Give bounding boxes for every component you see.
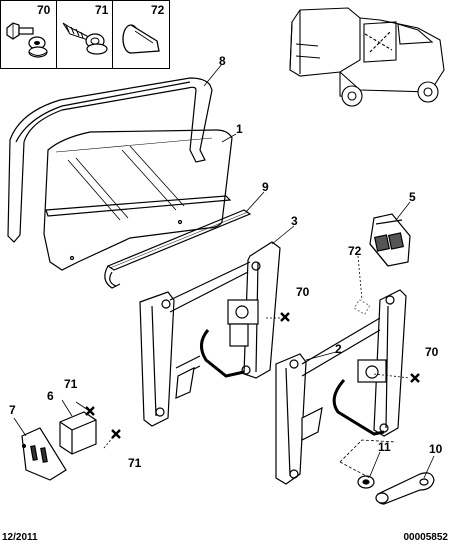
callout-11: 11 xyxy=(378,440,391,454)
fixing-point-markers xyxy=(85,312,420,439)
legend-number-72: 72 xyxy=(151,3,165,17)
part-3-window-regulator xyxy=(139,241,281,427)
fixing-marker-70-upper xyxy=(280,312,290,322)
part-7-bracket xyxy=(21,427,67,481)
legend-box-72: 72 xyxy=(112,0,170,69)
callout-2: 2 xyxy=(335,342,342,356)
callout-71-upper: 71 xyxy=(64,377,78,391)
fixing-marker-71-lower xyxy=(111,429,121,439)
callout-70-upper: 70 xyxy=(296,285,310,299)
callout-6: 6 xyxy=(47,389,54,403)
legend-box-70: 70 xyxy=(0,0,57,69)
legend-number-71: 71 xyxy=(95,3,109,17)
footer-reference-code: 00005852 xyxy=(403,532,449,543)
part-11-bush xyxy=(357,475,375,489)
callout-9: 9 xyxy=(262,180,269,194)
callout-5: 5 xyxy=(409,190,416,204)
footer-date: 12/2011 xyxy=(2,532,38,543)
plastic-plug-icon xyxy=(122,24,160,54)
fixing-marker-70-lower xyxy=(410,373,420,383)
part-72-plug xyxy=(353,298,371,316)
callout-70-lower: 70 xyxy=(425,345,439,359)
legend-box-71: 71 xyxy=(56,0,113,69)
callout-7: 7 xyxy=(9,403,16,417)
callout-3: 3 xyxy=(291,214,298,228)
callout-71-lower: 71 xyxy=(128,456,142,470)
part-9-glass-channel xyxy=(104,209,252,289)
callout-10: 10 xyxy=(429,442,443,456)
self-tapping-screw-icon xyxy=(62,22,108,55)
callout-72: 72 xyxy=(348,244,362,258)
part-6-control-unit xyxy=(59,411,97,455)
callout-8: 8 xyxy=(219,54,226,68)
callout-1: 1 xyxy=(236,122,243,136)
bolt-with-washer-icon xyxy=(6,22,48,58)
van-illustration xyxy=(289,7,445,107)
legend-number-70: 70 xyxy=(37,3,51,17)
part-8-window-seal xyxy=(7,77,213,243)
part-10-winder-handle xyxy=(375,472,435,505)
part-2-window-regulator xyxy=(275,289,407,485)
part-5-window-switch xyxy=(369,213,411,267)
part-1-window-glass xyxy=(43,129,233,271)
fixing-marker-71-upper xyxy=(85,406,95,416)
